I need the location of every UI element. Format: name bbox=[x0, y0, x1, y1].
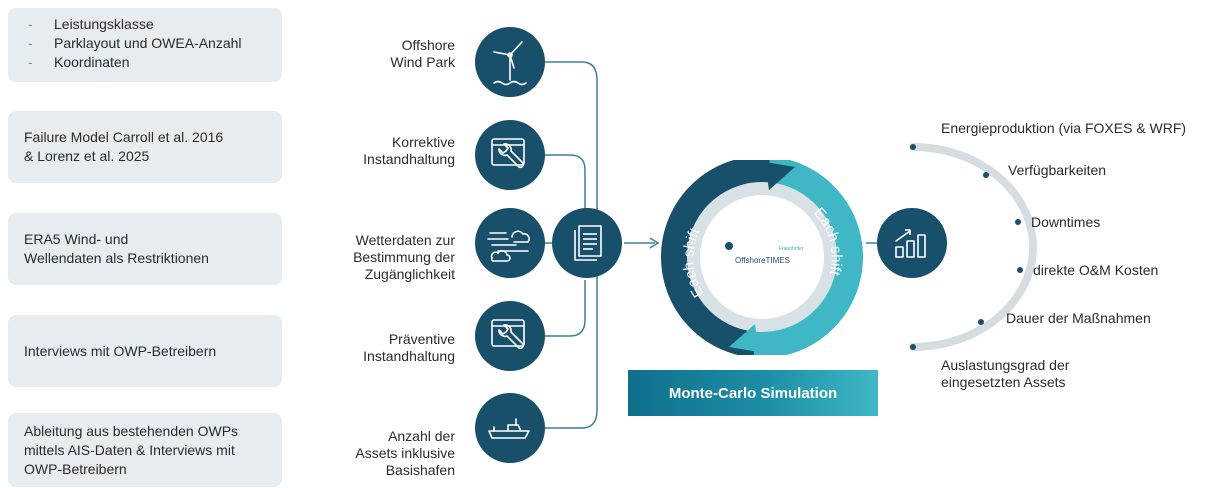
output-label: Dauer der Maßnahmen bbox=[1006, 310, 1151, 326]
chart-growth-icon bbox=[895, 229, 926, 258]
input-box-failure-model: Failure Model Carroll et al. 2016 & Lore… bbox=[8, 111, 282, 183]
logo-mark-icon bbox=[725, 242, 733, 250]
input-box-ais: Ableitung aus bestehenden OWPs mittels A… bbox=[8, 413, 282, 487]
output-label: Downtimes bbox=[1031, 214, 1101, 230]
logo-small-text: Fraunhofer bbox=[779, 246, 804, 252]
module-circle-windpark bbox=[475, 27, 545, 97]
input-box-park: -Leistungsklasse -Parklayout und OWEA-An… bbox=[8, 8, 282, 82]
output-dot bbox=[983, 172, 989, 178]
module-circle-assets bbox=[475, 393, 545, 463]
output-arc-dots bbox=[910, 144, 1023, 350]
list-item: -Leistungsklasse bbox=[28, 16, 154, 32]
output-dot bbox=[1017, 267, 1023, 273]
input-box-era5: ERA5 Wind- und Wellendaten als Restrikti… bbox=[8, 213, 282, 285]
output-dot bbox=[1015, 219, 1021, 225]
connector-line bbox=[545, 61, 598, 218]
cycle-center bbox=[700, 195, 824, 319]
document-icon bbox=[574, 225, 602, 261]
output-label: Verfügbarkeiten bbox=[1008, 162, 1107, 178]
output-label: Energieproduktion (via FOXES & WRF) bbox=[941, 120, 1187, 136]
cycle-arrowhead-bottom bbox=[729, 324, 759, 352]
connector-line bbox=[545, 280, 586, 337]
module-circle-corrective bbox=[475, 120, 545, 190]
weather-icon bbox=[487, 230, 530, 262]
monte-carlo-label: Monte-Carlo Simulation bbox=[668, 384, 838, 402]
connector-line bbox=[545, 154, 586, 212]
wrench-window-icon bbox=[491, 138, 525, 169]
wind-turbine-icon bbox=[493, 41, 527, 86]
document-hub bbox=[552, 208, 622, 278]
list-item: -Parklayout und OWEA-Anzahl bbox=[28, 35, 242, 51]
monte-carlo-banner: Monte-Carlo Simulation bbox=[628, 370, 878, 416]
output-dot bbox=[910, 344, 916, 350]
logo-text: OffshoreTIMES bbox=[735, 256, 790, 265]
simulation-cycle: Each shift Each shift Fraunhofer Offshor… bbox=[661, 160, 863, 355]
module-circle-preventive bbox=[475, 301, 545, 371]
output-circle bbox=[877, 208, 947, 278]
connector-line bbox=[545, 272, 598, 429]
output-label: direkte O&M Kosten bbox=[1033, 262, 1159, 278]
list-item: -Koordinaten bbox=[28, 54, 130, 70]
cycle-arrowhead-top bbox=[765, 162, 795, 190]
vessel-icon bbox=[488, 418, 530, 439]
input-box-interviews: Interviews mit OWP-Betreibern bbox=[8, 315, 282, 387]
output-dot bbox=[910, 144, 916, 150]
wrench-window-icon bbox=[491, 319, 525, 350]
output-label-assets: Auslastungsgrad der eingesetzten Assets bbox=[941, 357, 1070, 390]
arrow-head-icon bbox=[649, 237, 660, 249]
output-arc bbox=[909, 143, 1037, 351]
output-dot bbox=[978, 319, 984, 325]
module-circle-weather bbox=[475, 208, 545, 278]
